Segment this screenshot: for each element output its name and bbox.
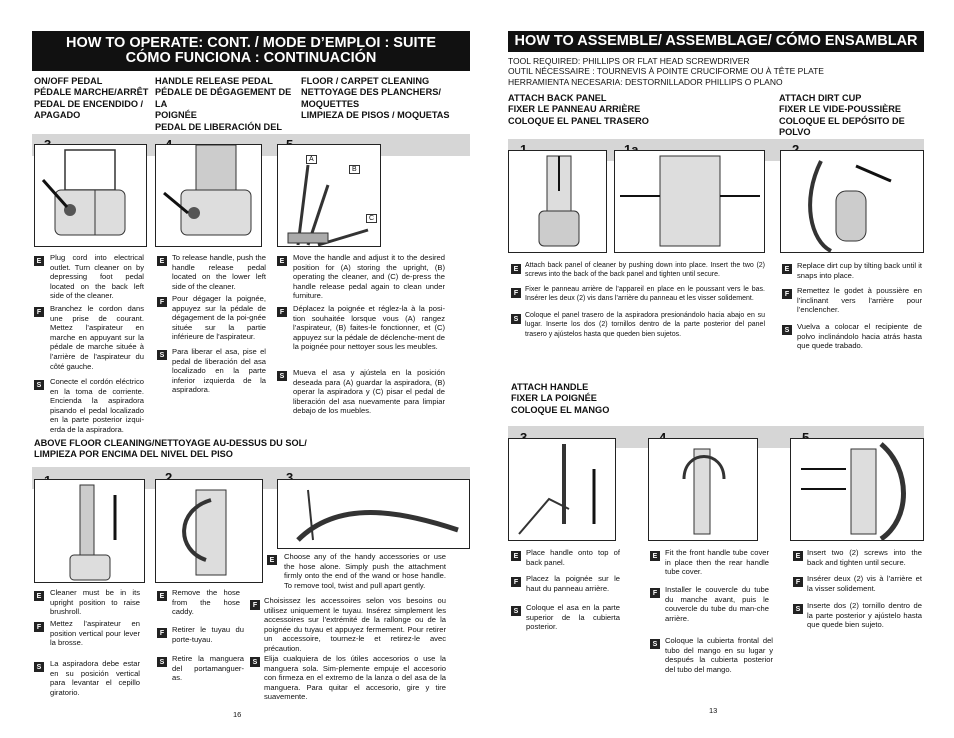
right-page-number: 13 <box>709 706 718 715</box>
floor-carpet-cleaning-illustration: A B C <box>277 144 381 247</box>
language-tag-spanish: S <box>793 604 803 614</box>
back-panel-illustration <box>508 150 607 253</box>
language-tag-english: E <box>267 555 277 565</box>
language-tag-french: F <box>511 288 521 298</box>
right-page-title: HOW TO ASSEMBLE/ ASSEMBLAGE/ CÓMO ENSAMB… <box>508 31 924 52</box>
step-number: 3. <box>286 470 297 485</box>
on-off-pedal-text-en: Plug cord into electrical outlet. Turn c… <box>50 253 144 301</box>
back-panel-text-es: Coloque el panel trasero de la aspirador… <box>525 312 765 338</box>
step-number: 5. <box>802 430 813 445</box>
place-handle-illustration <box>508 438 616 541</box>
language-tag-spanish: S <box>782 325 792 335</box>
remove-hose-text-es: Retire la manguera del portamanguer-as. <box>172 654 244 683</box>
language-tag-english: E <box>511 551 521 561</box>
language-tag-spanish: S <box>511 606 521 616</box>
accessories-illustration <box>277 479 470 549</box>
language-tag-french: F <box>277 307 287 317</box>
tool-requirements: TOOL REQUIRED: PHILLIPS OR FLAT HEAD SCR… <box>508 56 824 87</box>
handle-release-text-es: Para liberar el asa, pise el pedal de li… <box>172 347 266 395</box>
accessories-text-fr: Choisissez les accessoires selon vos bes… <box>264 596 446 653</box>
language-tag-spanish: S <box>250 657 260 667</box>
language-tag-french: F <box>34 622 44 632</box>
place-handle-text-fr: Placez la poignée sur le haut du panneau… <box>526 574 620 593</box>
upright-text-en: Cleaner must be in its upright position … <box>50 588 140 617</box>
remove-hose-text-fr: Retirer le tuyau du porte-tuyau. <box>172 625 244 644</box>
on-off-pedal-illustration <box>34 144 147 247</box>
tube-cover-text-en: Fit the front handle tube cover in place… <box>665 548 769 577</box>
floor-cleaning-text-en: Move the handle and adjust it to the des… <box>293 253 445 301</box>
floor-carpet-cleaning-header: FLOOR / CARPET CLEANING NETTOYAGE DES PL… <box>301 76 450 121</box>
dirt-cup-illustration <box>780 150 924 253</box>
language-tag-english: E <box>782 264 792 274</box>
language-tag-english: E <box>34 256 44 266</box>
language-tag-english: E <box>277 256 287 266</box>
language-tag-french: F <box>250 600 260 610</box>
language-tag-french: F <box>782 289 792 299</box>
on-off-pedal-text-es: Conecte el cordón eléctrico en la toma d… <box>50 377 144 434</box>
step-number: 1. <box>520 142 531 157</box>
handle-screws-illustration <box>790 438 924 541</box>
attach-handle-header: ATTACH HANDLE FIXER LA POIGNÉE COLOQUE E… <box>511 382 610 415</box>
handle-screws-text-en: Insert two (2) screws into the back and … <box>807 548 922 567</box>
handle-release-text-en: To release handle, push the handle relea… <box>172 253 266 291</box>
dirt-cup-text-en: Replace dirt cup by tilting back until i… <box>797 261 922 280</box>
language-tag-french: F <box>793 577 803 587</box>
attach-dirt-cup-header: ATTACH DIRT CUP FIXER LE VIDE-POUSSIÈRE … <box>779 93 905 138</box>
back-panel-text-fr: Fixer le panneau arrière de l’appareil e… <box>525 286 765 303</box>
remove-hose-illustration <box>155 479 263 583</box>
upright-text-es: La aspiradora debe estar en su posición … <box>50 659 140 697</box>
handle-screws-text-es: Inserte dos (2) tornillo dentro de la pa… <box>807 601 922 630</box>
tube-cover-text-fr: Installer le couvercle du tube du manche… <box>665 585 769 623</box>
tube-cover-text-es: Coloque la cubierta frontal del tubo del… <box>665 636 773 674</box>
dirt-cup-text-fr: Remettez le godet à poussière en l’incli… <box>797 286 922 315</box>
language-tag-spanish: S <box>511 314 521 324</box>
language-tag-english: E <box>157 256 167 266</box>
language-tag-spanish: S <box>157 657 167 667</box>
on-off-pedal-header: ON/OFF PEDAL PÉDALE MARCHE/ARRÊT PEDAL D… <box>34 76 149 121</box>
language-tag-english: E <box>34 591 44 601</box>
left-page-title: HOW TO OPERATE: CONT. / MODE D’EMPLOI : … <box>32 31 470 71</box>
step-number: 4. <box>659 430 670 445</box>
language-tag-spanish: S <box>157 350 167 360</box>
handle-release-pedal-illustration <box>155 144 262 247</box>
step-number: 2. <box>792 142 803 157</box>
back-panel-screws-illustration <box>614 150 765 253</box>
language-tag-spanish: S <box>34 380 44 390</box>
accessories-text-en: Choose any of the handy accessories or u… <box>284 552 446 590</box>
language-tag-french: F <box>650 588 660 598</box>
handle-release-text-fr: Pour dégager la poignée, appuyez sur la … <box>172 294 266 342</box>
step-number: 3. <box>520 430 531 445</box>
place-handle-text-en: Place handle onto top of back panel. <box>526 548 620 567</box>
language-tag-french: F <box>157 628 167 638</box>
handle-screws-text-fr: Insérer deux (2) vis à l’arrière et la v… <box>807 574 922 593</box>
remove-hose-text-en: Remove the hose from the hose caddy. <box>172 588 240 617</box>
upright-position-illustration <box>34 479 145 583</box>
language-tag-english: E <box>650 551 660 561</box>
language-tag-spanish: S <box>650 639 660 649</box>
place-handle-text-es: Coloque el asa en la parte superior de l… <box>526 603 620 632</box>
language-tag-french: F <box>157 297 167 307</box>
figure-label-c: C <box>366 214 378 223</box>
accessories-text-es: Elija cualquiera de los útiles accesorio… <box>264 654 446 702</box>
above-floor-cleaning-header: ABOVE FLOOR CLEANING/NETTOYAGE AU-DESSUS… <box>34 438 307 460</box>
floor-cleaning-text-es: Mueva el asa y ajústela en la posición d… <box>293 368 445 416</box>
upright-text-fr: Mettez l’aspirateur en position vertical… <box>50 619 140 648</box>
language-tag-spanish: S <box>277 371 287 381</box>
figure-label-b: B <box>349 165 360 174</box>
on-off-pedal-text-fr: Branchez le cordon dans une prise de cou… <box>50 304 144 371</box>
language-tag-english: E <box>793 551 803 561</box>
language-tag-french: F <box>34 307 44 317</box>
handle-tube-cover-illustration <box>648 438 758 541</box>
language-tag-english: E <box>157 591 167 601</box>
language-tag-spanish: S <box>34 662 44 672</box>
attach-back-panel-header: ATTACH BACK PANEL FIXER LE PANNEAU ARRIÈ… <box>508 93 649 126</box>
step-number: 2. <box>165 470 176 485</box>
left-page-number: 16 <box>233 710 242 719</box>
dirt-cup-text-es: Vuelva a colocar el recipiente de polvo … <box>797 322 922 351</box>
language-tag-english: E <box>511 264 521 274</box>
language-tag-french: F <box>511 577 521 587</box>
back-panel-text-en: Attach back panel of cleaner by pushing … <box>525 262 765 279</box>
floor-cleaning-text-fr: Déplacez la poignée et réglez-la à la po… <box>293 304 445 352</box>
figure-label-a: A <box>306 155 317 164</box>
